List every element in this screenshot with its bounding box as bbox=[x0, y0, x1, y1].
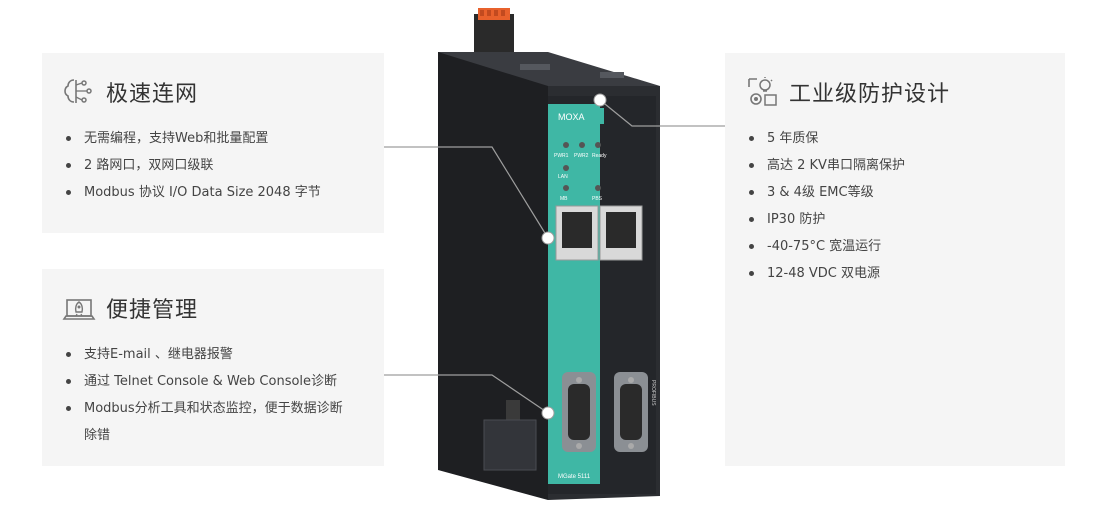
led-label-pwr1: PWR1 bbox=[554, 153, 569, 159]
card-protect-title-row: 工业级防护设计 bbox=[745, 75, 950, 109]
list-item: 无需编程，支持Web和批量配置 bbox=[64, 125, 364, 152]
card-fast-list: 无需编程，支持Web和批量配置 2 路网口，双网口级联 Modbus 协议 I/… bbox=[64, 125, 364, 206]
led-label-pwr2: PWR2 bbox=[574, 153, 589, 159]
card-fast-networking: 极速连网 无需编程，支持Web和批量配置 2 路网口，双网口级联 Modbus … bbox=[42, 53, 384, 233]
list-item: IP30 防护 bbox=[747, 206, 1047, 233]
gear-bulb-icon bbox=[748, 77, 777, 106]
lan-label: LAN bbox=[558, 174, 568, 180]
list-item: 3 & 4级 EMC等级 bbox=[747, 179, 1047, 206]
list-item: 高达 2 KV串口隔离保护 bbox=[747, 152, 1047, 179]
list-item: Modbus 协议 I/O Data Size 2048 字节 bbox=[64, 179, 364, 206]
card-protect-list: 5 年质保 高达 2 KV串口隔离保护 3 & 4级 EMC等级 IP30 防护… bbox=[747, 125, 1047, 287]
laptop-rocket-icon bbox=[62, 299, 96, 320]
list-item: 2 路网口，双网口级联 bbox=[64, 152, 364, 179]
card-easy-management: 便捷管理 支持E-mail 、继电器报警 通过 Telnet Console &… bbox=[42, 269, 384, 466]
brain-network-icon bbox=[64, 79, 92, 103]
card-manage-title-row: 便捷管理 bbox=[62, 291, 198, 325]
list-item: 5 年质保 bbox=[747, 125, 1047, 152]
model-label: MGate 5111 bbox=[558, 474, 591, 480]
list-item: Modbus分析工具和状态监控，便于数据诊断除错 bbox=[64, 395, 354, 449]
list-item: 支持E-mail 、继电器报警 bbox=[64, 341, 354, 368]
port-label-pbs: PBS bbox=[592, 196, 603, 202]
card-protect-title: 工业级防护设计 bbox=[789, 82, 951, 107]
card-fast-title-row: 极速连网 bbox=[62, 75, 198, 109]
card-fast-title: 极速连网 bbox=[106, 82, 199, 107]
card-manage-title: 便捷管理 bbox=[106, 298, 199, 323]
led-label-ready: Ready bbox=[592, 153, 607, 159]
side-label: PROFIBUS bbox=[650, 380, 656, 406]
port-label-mb: MB bbox=[560, 196, 568, 202]
card-industrial-protection: 工业级防护设计 5 年质保 高达 2 KV串口隔离保护 3 & 4级 EMC等级… bbox=[725, 53, 1065, 466]
list-item: -40-75°C 宽温运行 bbox=[747, 233, 1047, 260]
list-item: 12-48 VDC 双电源 bbox=[747, 260, 1047, 287]
device-brand: MOXA bbox=[558, 112, 585, 122]
list-item: 通过 Telnet Console & Web Console诊断 bbox=[64, 368, 354, 395]
card-manage-list: 支持E-mail 、继电器报警 通过 Telnet Console & Web … bbox=[64, 341, 354, 449]
